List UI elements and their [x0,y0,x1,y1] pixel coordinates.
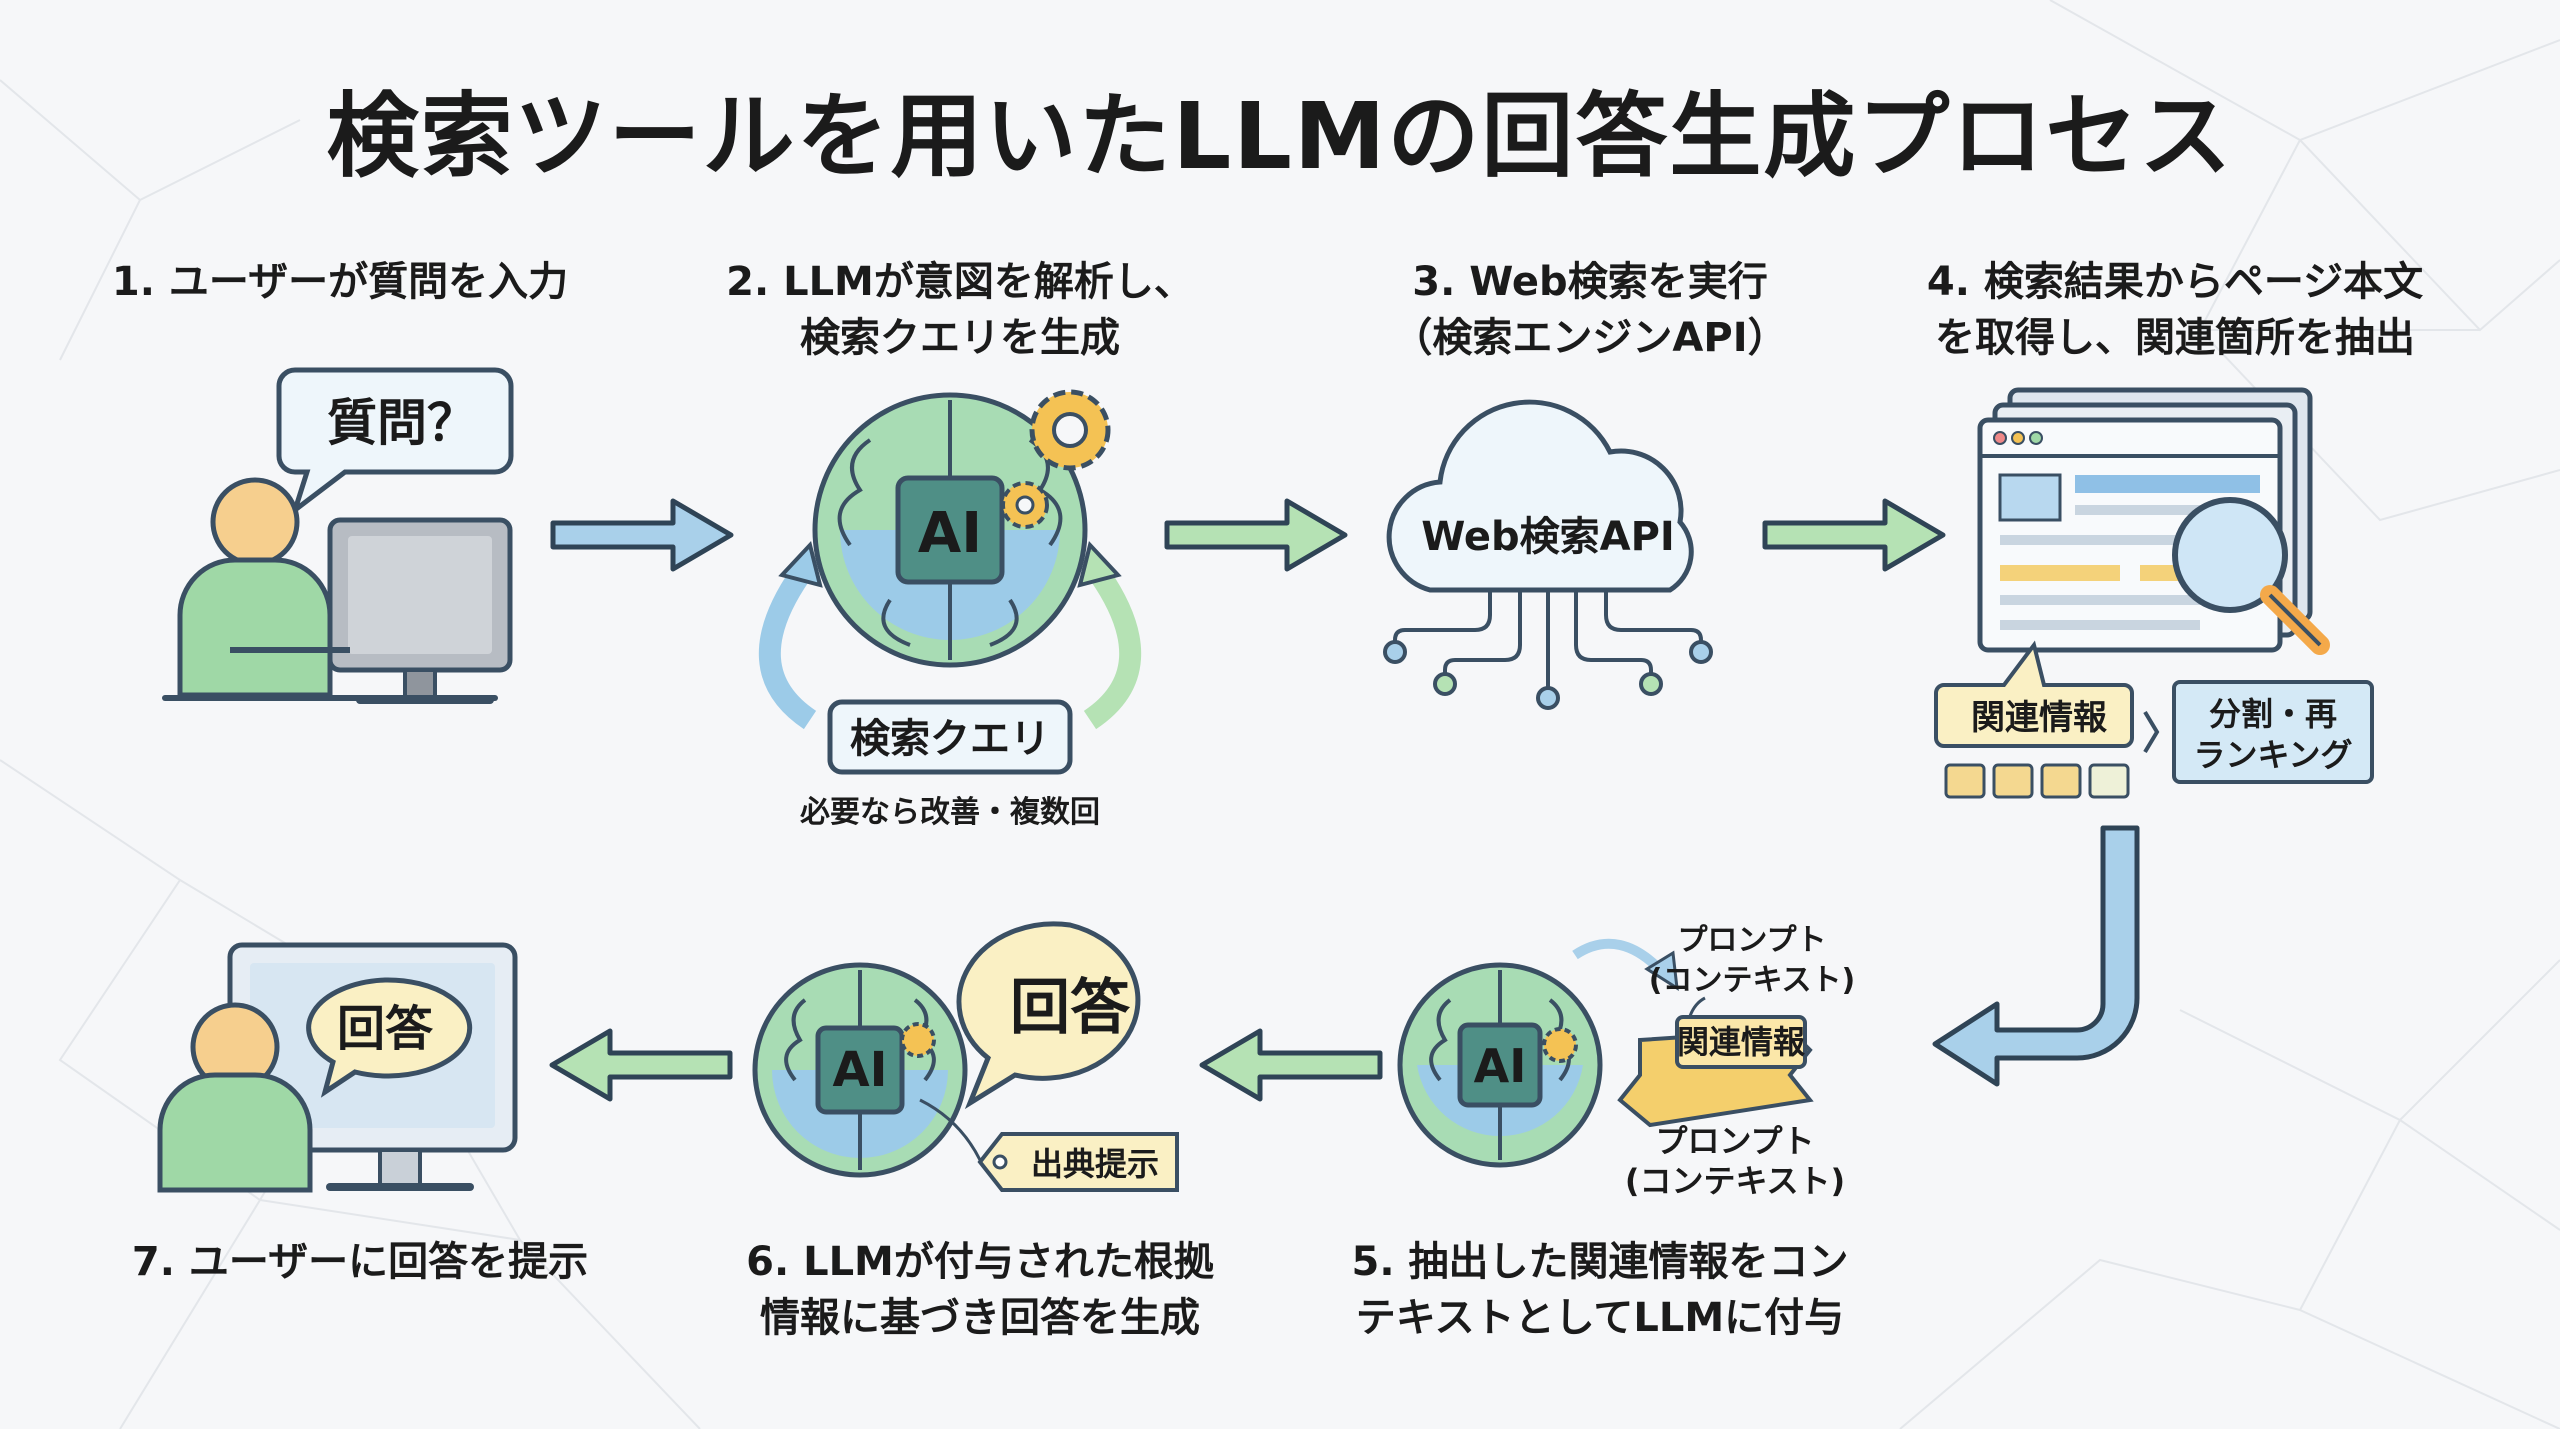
svg-text:回答: 回答 [1010,973,1131,1043]
magnifier-icon [2172,497,2330,655]
svg-text:ランキング: ランキング [2193,736,2352,774]
cloud-label: Web検索API [1421,514,1675,560]
gear-icon [1029,389,1111,471]
brain-icon: AI [1397,962,1603,1168]
user-icon [157,1002,313,1193]
loop-arrow-right [1083,568,1141,730]
search-query-text: 検索クエリ [850,716,1050,762]
rerank-box: 分割・再 ランキング [2172,680,2374,784]
small-gear-icon [1001,481,1049,529]
prompt-bottom-line2: (コンテキスト) [1625,1162,1845,1200]
ai-chip-icon [895,475,1005,585]
answer-speech-bubble: 回答 [956,921,1141,1110]
svg-text:AI: AI [918,501,982,566]
answer-speech-bubble: 回答 [306,977,473,1098]
arrow-step5-to-step6 [1199,1028,1383,1102]
step-1-illustration: 質問？ [162,367,514,704]
step-2-label: 2. LLMが意図を解析し、検索クエリを生成 [726,259,1194,361]
step-7-illustration: 回答 [157,942,518,1193]
context-box-icon: 関連情報 [1617,1015,1814,1128]
svg-text:AI: AI [832,1042,887,1098]
svg-text:関連情報: 関連情報 [1971,698,2107,738]
step-6-illustration: AI 回答 出典提示 [752,921,1179,1192]
ai-chip-icon [815,1025,905,1115]
arrow-step3-to-step4 [1762,498,1946,572]
svg-text:回答: 回答 [337,1001,434,1057]
step-5-illustration: AI プロンプト (コンテキスト) 関連情報 プロンプト (コンテキスト) [1397,923,1856,1200]
prompt-top-line2: (コンテキスト) [1649,963,1856,998]
step-1-label: 1. ユーザーが質問を入力 [111,259,569,305]
prompt-bottom-line1: プロンプト [1655,1122,1814,1160]
monitor-icon [327,517,513,704]
svg-text:AI: AI [1474,1039,1527,1093]
step-3-label: 3. Web検索を実行（検索エンジンAPI） [1392,259,1788,361]
arrow-step2-to-step3 [1164,498,1348,572]
arrow-step6-to-step7 [549,1028,733,1102]
brain-icon: AI [752,962,968,1178]
refine-note: 必要なら改善・複数回 [800,795,1100,830]
chunk-squares [1944,763,2130,799]
step-4-illustration: 関連情報 [1934,387,2330,799]
svg-text:分割・再: 分割・再 [2209,695,2337,733]
source-tag: 出典提示 [977,1132,1179,1192]
arrow-step1-to-step2 [550,498,734,572]
arrow-step4-to-step5 [1932,825,2140,1087]
gear-icon [900,1022,936,1058]
step-2-illustration: AI 検索クエリ 必要なら改善・複数回 [759,389,1141,830]
ai-chip-icon [1457,1022,1543,1108]
svg-text:関連情報: 関連情報 [1677,1023,1805,1061]
svg-text:出典提示: 出典提示 [1031,1145,1159,1183]
step-7-label: 7. ユーザーに回答を提示 [131,1239,589,1285]
speech-bubble: 質問？ [276,367,514,517]
user-icon [177,477,350,698]
step-3-illustration: Web検索API [1383,399,1713,710]
relevant-info-tag: 関連情報 [1934,640,2134,748]
step-5-label: 5. 抽出した関連情報をコンテキストとしてLLMに付与 [1351,1239,1849,1341]
question-bubble-text: 質問？ [327,394,477,452]
gear-icon [1542,1027,1578,1063]
search-query-box [827,699,1073,775]
step-4-label: 4. 検索結果からページ本文を取得し、関連箇所を抽出 [1926,259,2424,361]
prompt-top-line1: プロンプト [1677,923,1826,958]
page-title: 検索ツールを用いたLLMの回答生成プロセス [326,83,2234,190]
loop-arrow-left [759,568,817,730]
step-6-label: 6. LLMが付与された根拠情報に基づき回答を生成 [746,1239,1214,1341]
cloud-icon: Web検索API [1386,399,1694,593]
brain-icon: AI [812,392,1088,668]
